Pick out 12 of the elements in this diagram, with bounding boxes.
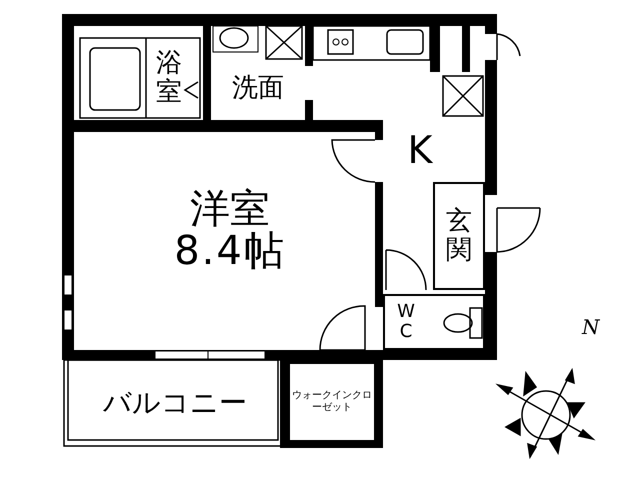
room-box xyxy=(383,294,485,350)
room-label: 8.4帖 xyxy=(174,230,286,272)
room-label: K xyxy=(408,126,432,174)
room-label: 玄関 xyxy=(446,207,472,265)
room-label: ウォークインクローゼット xyxy=(291,390,373,414)
room-label: 洗面 xyxy=(232,72,284,104)
room-label: WC xyxy=(397,302,415,342)
room-label: 浴室 xyxy=(156,49,182,107)
room-box xyxy=(433,182,485,290)
room-label: 洋室 xyxy=(190,188,270,230)
room-label: バルコニー xyxy=(103,385,247,421)
north-label: N xyxy=(582,314,600,341)
